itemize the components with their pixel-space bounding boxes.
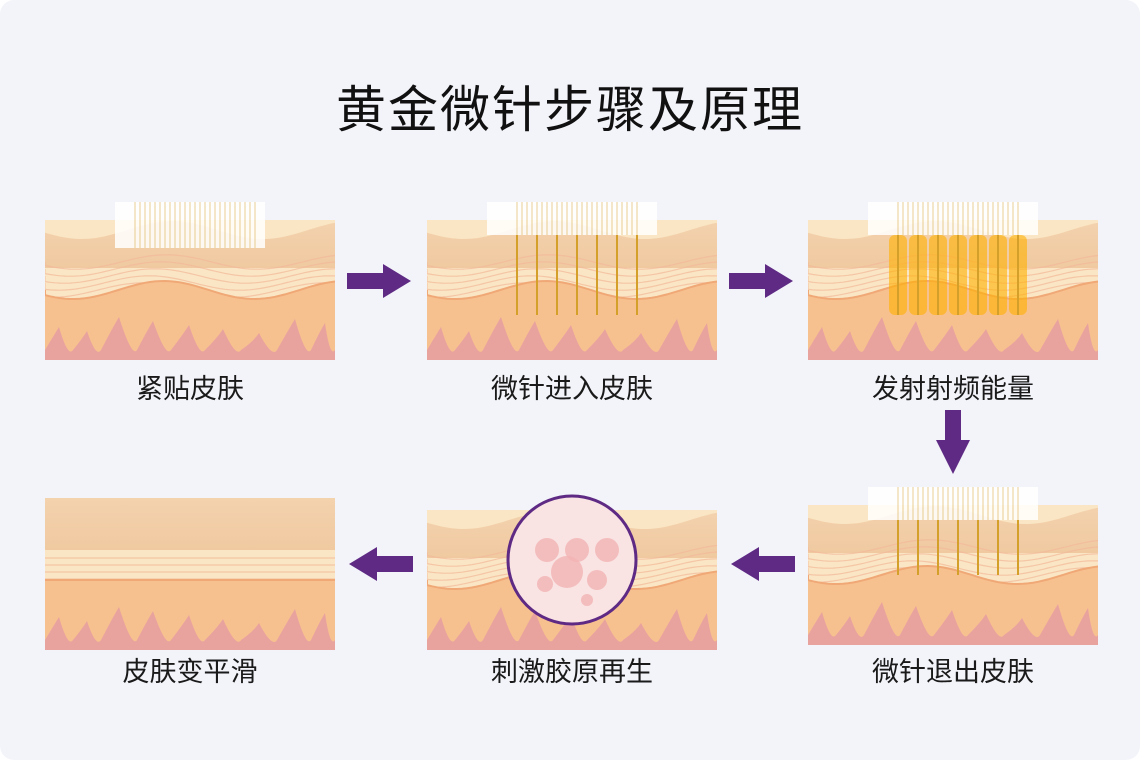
fibre-line	[808, 553, 1098, 569]
collagen-bubble	[535, 538, 559, 562]
step-1-illustration	[45, 190, 335, 370]
fibre-line	[45, 275, 335, 291]
hypodermis-layer	[808, 317, 1098, 360]
collagen-bubble	[537, 576, 553, 592]
arrow-right-icon	[729, 264, 793, 298]
step-2-label: 微针进入皮肤	[491, 374, 653, 405]
step-6-illustration	[45, 480, 335, 660]
step-6-label: 皮肤变平滑	[122, 657, 258, 688]
dermis-edge	[808, 564, 1098, 586]
collagen-bubble	[587, 570, 607, 590]
collagen-bubble	[565, 538, 589, 562]
fibre-line	[808, 539, 1098, 555]
hypodermis-layer	[427, 317, 717, 360]
collagen-bubble	[551, 556, 583, 588]
arrow-right-icon	[347, 264, 411, 298]
epidermis-layer	[45, 498, 335, 550]
fibre-line	[808, 560, 1098, 576]
step-5-illustration	[427, 480, 717, 660]
arrow-left-icon	[349, 547, 413, 581]
fibre-line	[808, 546, 1098, 562]
dermis-edge	[427, 279, 717, 301]
fibre-line	[427, 261, 717, 277]
collagen-bubble	[595, 538, 619, 562]
hypodermis-layer	[45, 317, 335, 360]
step-4-label: 微针退出皮肤	[872, 657, 1034, 688]
fibre-line	[427, 275, 717, 291]
dermis-edge	[45, 279, 335, 301]
epidermis-layer	[427, 221, 717, 268]
hypodermis-layer	[45, 607, 335, 650]
step-3-label: 发射射频能量	[872, 374, 1034, 405]
hypodermis-layer	[808, 602, 1098, 645]
collagen-bubble	[581, 594, 593, 606]
arrow-down-icon	[936, 410, 970, 474]
step-2-illustration	[427, 190, 717, 370]
page-title: 黄金微针步骤及原理	[336, 81, 804, 139]
step-5-label: 刺激胶原再生	[491, 657, 653, 688]
step-1-label: 紧贴皮肤	[136, 374, 244, 405]
arrow-left-icon	[731, 547, 795, 581]
fibre-line	[45, 268, 335, 284]
fibre-line	[45, 261, 335, 277]
step-4-illustration	[808, 475, 1098, 655]
epidermis-layer	[808, 506, 1098, 553]
fibre-line	[427, 254, 717, 270]
step-3-illustration	[808, 190, 1098, 370]
fibre-line	[45, 254, 335, 270]
fibre-line	[427, 268, 717, 284]
hypodermis-layer	[427, 607, 717, 650]
